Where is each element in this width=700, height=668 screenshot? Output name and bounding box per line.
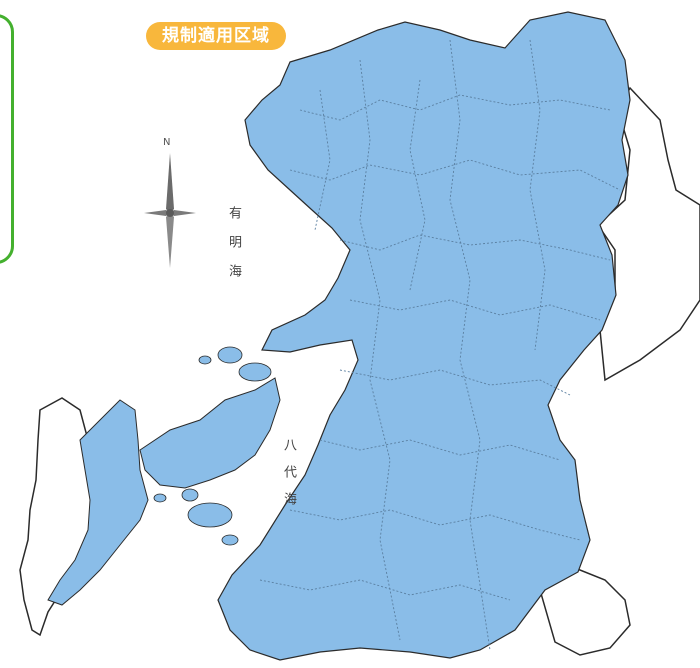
- compass-north-label: N: [163, 137, 171, 148]
- municipal-borders: [259, 39, 621, 651]
- ariake-sea-label: 有明海: [226, 206, 241, 293]
- unregulated-area-southeast: [539, 567, 631, 656]
- regulated-amakusa-west: [47, 399, 149, 606]
- regulated-amakusa-upper: [139, 377, 281, 489]
- legend-frame: [0, 14, 14, 264]
- unregulated-area-east: [597, 86, 700, 382]
- yatsushiro-sea-label: 八代海: [281, 438, 296, 519]
- regulated-mainland: [217, 11, 631, 661]
- regulated-area-badge: 規制適用区域: [146, 22, 286, 50]
- regulated-small-islands: [153, 346, 272, 546]
- compass-rose-icon: [144, 153, 196, 268]
